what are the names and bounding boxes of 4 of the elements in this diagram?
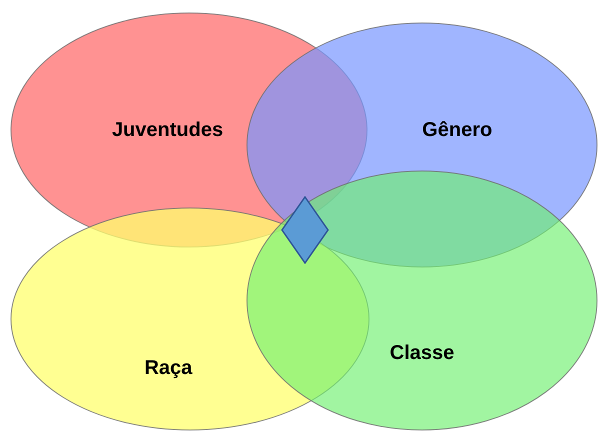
- set-label: Raça: [144, 356, 192, 382]
- set-label: Juventudes: [112, 118, 224, 143]
- set-label: Classe: [390, 340, 454, 366]
- set-label: Gênero: [422, 118, 492, 144]
